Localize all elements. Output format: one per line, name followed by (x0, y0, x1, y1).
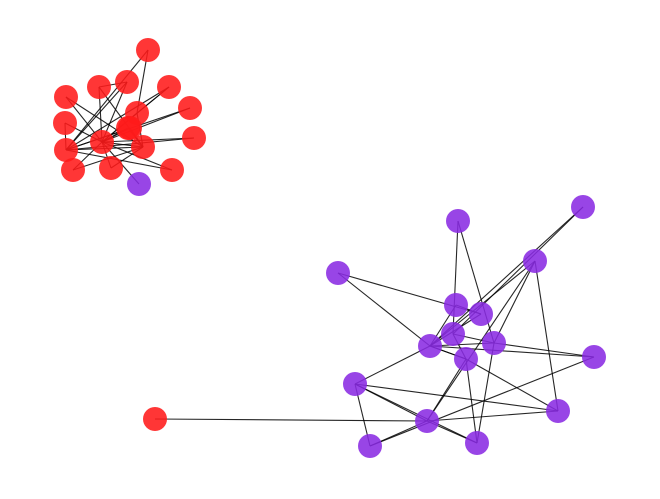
nodes-layer (53, 38, 606, 458)
edge-a3-a13 (65, 81, 128, 151)
node-a1 (136, 38, 160, 62)
edge-b4-b13 (426, 260, 536, 422)
node-b4 (523, 249, 547, 273)
node-a5 (54, 85, 78, 109)
edge-a4-a13 (65, 86, 170, 151)
edge-b17-b12 (354, 383, 478, 444)
node-a16 (160, 158, 184, 182)
node-b5 (444, 293, 468, 317)
node-a13 (54, 138, 78, 162)
node-b3 (326, 261, 350, 285)
node-b9 (482, 331, 506, 355)
node-a7 (178, 96, 202, 120)
edge-b11-b15 (369, 356, 595, 447)
node-a17 (118, 116, 142, 140)
edge-b17-b10 (465, 358, 478, 444)
node-b8 (418, 334, 442, 358)
node-a14 (61, 158, 85, 182)
node-a10 (182, 126, 206, 150)
node-b16 (143, 407, 167, 431)
edge-a10-a13 (65, 137, 195, 151)
node-b1 (446, 209, 470, 233)
edge-b4-b9 (493, 260, 536, 344)
node-a11 (90, 130, 114, 154)
node-b14 (546, 399, 570, 423)
node-b15 (358, 434, 382, 458)
node-a18 (127, 172, 151, 196)
node-a12 (131, 135, 155, 159)
node-b6 (469, 302, 493, 326)
edge-a7-a11 (101, 107, 191, 143)
node-a4 (157, 75, 181, 99)
edge-b8-b12 (354, 345, 431, 385)
edge-b10-b14 (465, 358, 559, 412)
node-b2 (571, 195, 595, 219)
edge-b4-b14 (534, 260, 559, 412)
edge-b13-b14 (426, 410, 559, 422)
node-b11 (582, 345, 606, 369)
node-b10 (454, 347, 478, 371)
node-a8 (53, 111, 77, 135)
edge-b16-b13 (154, 418, 428, 422)
edge-b10-b13 (426, 358, 467, 422)
edge-a1-a13 (65, 49, 149, 151)
node-a3 (115, 70, 139, 94)
node-a2 (87, 75, 111, 99)
edge-b3-b8 (337, 272, 431, 347)
edge-b8-b11 (429, 345, 595, 358)
edge-b17-b9 (476, 342, 495, 444)
node-a15 (99, 156, 123, 180)
node-b7 (441, 322, 465, 346)
node-b17 (465, 431, 489, 455)
edge-b9-b11 (493, 342, 595, 358)
node-b13 (415, 409, 439, 433)
edge-b1-b7 (452, 220, 459, 335)
edge-b12-b14 (354, 383, 559, 412)
node-b12 (343, 372, 367, 396)
